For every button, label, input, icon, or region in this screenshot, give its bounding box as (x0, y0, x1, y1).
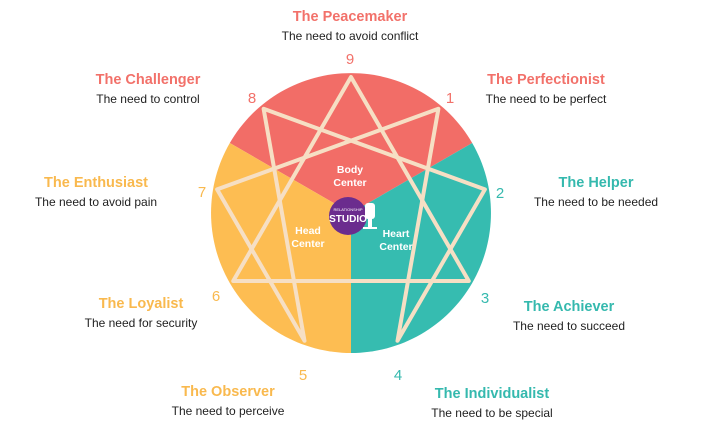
point-number-3: 3 (480, 290, 490, 307)
type-peacemaker: The Peacemaker The need to avoid conflic… (240, 8, 460, 44)
type-enthusiast: The Enthusiast The need to avoid pain (0, 174, 206, 210)
body-center-label: Body Center (333, 164, 367, 189)
type-name: The Challenger (95, 72, 201, 88)
point-number-8: 8 (247, 90, 257, 107)
type-helper: The Helper The need to be needed (486, 174, 706, 210)
heart-center-label: Heart Center (379, 228, 413, 253)
logo-mic-stand-icon (368, 219, 372, 227)
type-need: The need for security (84, 316, 198, 330)
logo-top-text: RELATIONSHIP (333, 207, 362, 212)
point-number-5: 5 (298, 367, 308, 384)
enneagram-hexad (215, 106, 487, 343)
body-center-sector (229, 73, 473, 213)
type-name: The Individualist (434, 386, 550, 402)
point-number-7: 7 (197, 184, 207, 201)
type-challenger: The Challenger The need to control (38, 71, 258, 107)
type-need: The need to be special (431, 406, 553, 420)
type-name: The Perfectionist (487, 72, 605, 88)
type-name: The Peacemaker (292, 9, 408, 25)
enneagram-triangle (231, 75, 471, 283)
type-need: The need to perceive (171, 404, 285, 418)
head-center-sector (211, 143, 351, 353)
type-name: The Observer (181, 384, 275, 400)
logo-mic-icon (365, 203, 375, 219)
type-need: The need to be perfect (485, 92, 607, 106)
head-center-label: Head Center (291, 225, 325, 250)
logo-mic-base-icon (363, 227, 377, 229)
type-loyalist: The Loyalist The need for security (31, 295, 251, 331)
type-name: The Achiever (523, 299, 615, 315)
type-need: The need to avoid conflict (281, 29, 419, 43)
type-name: The Helper (558, 175, 634, 191)
point-number-9: 9 (345, 51, 355, 68)
point-number-4: 4 (393, 367, 403, 384)
type-need: The need to control (96, 92, 200, 106)
type-need: The need to succeed (512, 319, 626, 333)
type-need: The need to be needed (533, 195, 659, 209)
type-perfectionist: The Perfectionist The need to be perfect (436, 71, 656, 107)
logo-main-text: STUDIO (329, 214, 367, 225)
type-name: The Loyalist (98, 296, 184, 312)
type-name: The Enthusiast (44, 175, 148, 191)
point-number-1: 1 (445, 90, 455, 107)
type-individualist: The Individualist The need to be special (382, 385, 602, 421)
heart-center-sector (351, 143, 491, 353)
type-need: The need to avoid pain (34, 195, 158, 209)
type-achiever: The Achiever The need to succeed (459, 298, 679, 334)
point-number-2: 2 (495, 185, 505, 202)
studio-logo: RELATIONSHIP STUDIO (329, 197, 377, 235)
point-number-6: 6 (211, 288, 221, 305)
logo-circle (329, 197, 367, 235)
type-observer: The Observer The need to perceive (118, 383, 338, 419)
